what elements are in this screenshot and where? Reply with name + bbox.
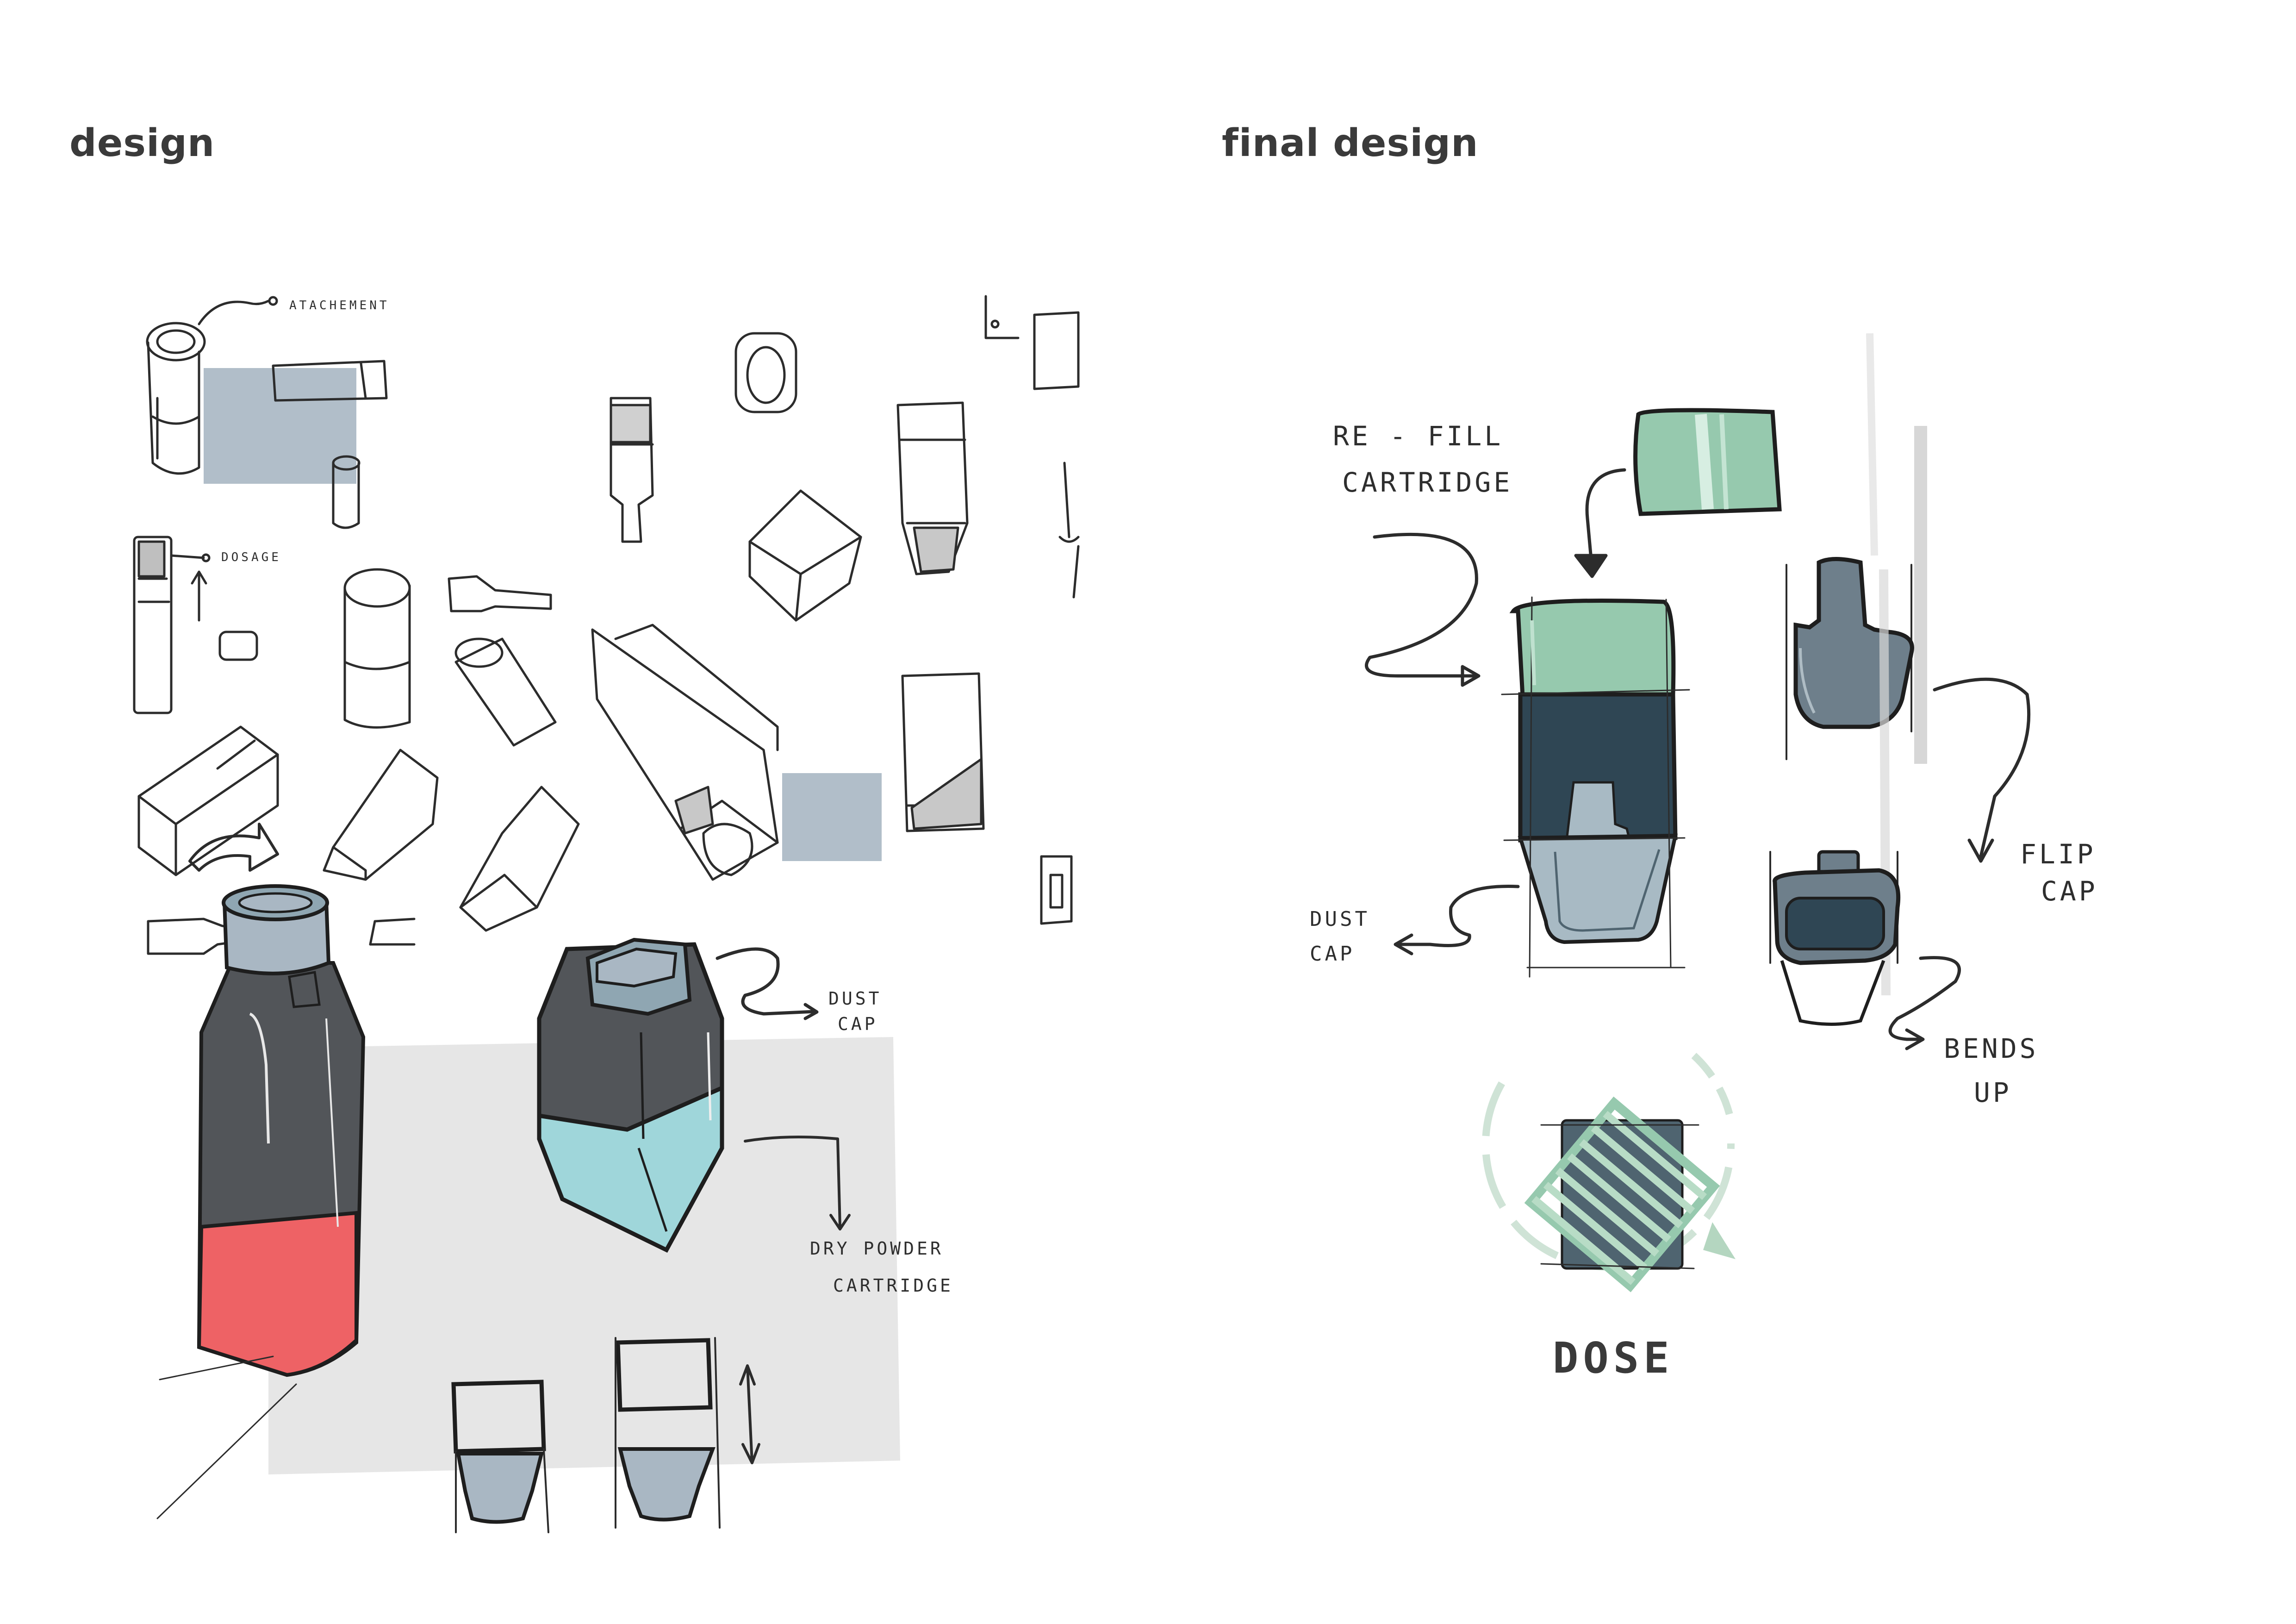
label-attachment: ATACHEMENT — [289, 299, 390, 312]
flip-cap-open-render — [1769, 850, 1901, 1026]
tone-block-blue-topleft — [204, 368, 356, 484]
label-dosage: DOSAGE — [221, 550, 281, 564]
dosage-device-sketch — [133, 536, 258, 714]
cross-section-sketches — [451, 1337, 760, 1533]
label-dose: DOSE — [1553, 1333, 1674, 1383]
label-flip-cap-2: CAP — [2041, 875, 2098, 907]
label-flip-cap-1: FLIP — [2020, 838, 2096, 870]
label-dust-cap-left-2: CAP — [838, 1014, 878, 1034]
refill-cartridge-render — [1633, 408, 1782, 516]
bends-up-arrow — [1888, 956, 1961, 1050]
section-title-design: design — [69, 121, 215, 165]
tone-block-blue-mid — [782, 773, 882, 861]
dust-cap-arrow-right — [1394, 885, 1520, 956]
section-title-final-design: final design — [1222, 121, 1479, 165]
final-design-sheet: RE - FILL CARTRIDGE DUST CAP — [1310, 333, 2098, 1383]
tone-block-gray-panel — [268, 1037, 900, 1474]
rendered-cartridge — [537, 937, 724, 1253]
label-refill-1: RE - FILL — [1333, 420, 1503, 452]
label-dry-powder-2: CARTRIDGE — [833, 1275, 953, 1296]
label-dry-powder-1: DRY POWDER — [810, 1238, 944, 1259]
label-bends-up-2: UP — [1974, 1077, 2012, 1108]
block-sketches — [137, 462, 1080, 932]
attachment-device-sketch — [146, 296, 388, 529]
label-dust-cap-right-1: DUST — [1310, 907, 1370, 931]
label-dust-cap-left-1: DUST — [828, 988, 882, 1009]
final-device-render — [1501, 596, 1690, 978]
flip-cap-arrow — [1933, 677, 2031, 863]
rotation-arrow — [188, 823, 279, 872]
dust-cap-arrow — [716, 947, 819, 1020]
flip-cap-render — [1786, 333, 1927, 996]
dry-powder-arrow — [744, 1136, 851, 1230]
label-bends-up-1: BENDS — [1944, 1033, 2039, 1064]
design-sketch-sheet: ATACHEMENT DOSAGE — [133, 295, 1080, 1533]
dose-dial-render — [1482, 1053, 1736, 1293]
cylinder-sketches — [343, 295, 1080, 747]
label-dust-cap-right-2: CAP — [1310, 942, 1355, 966]
label-refill-2: CARTRIDGE — [1342, 467, 1512, 498]
refill-arrows — [1365, 468, 1626, 687]
rendered-bottle — [156, 884, 366, 1519]
